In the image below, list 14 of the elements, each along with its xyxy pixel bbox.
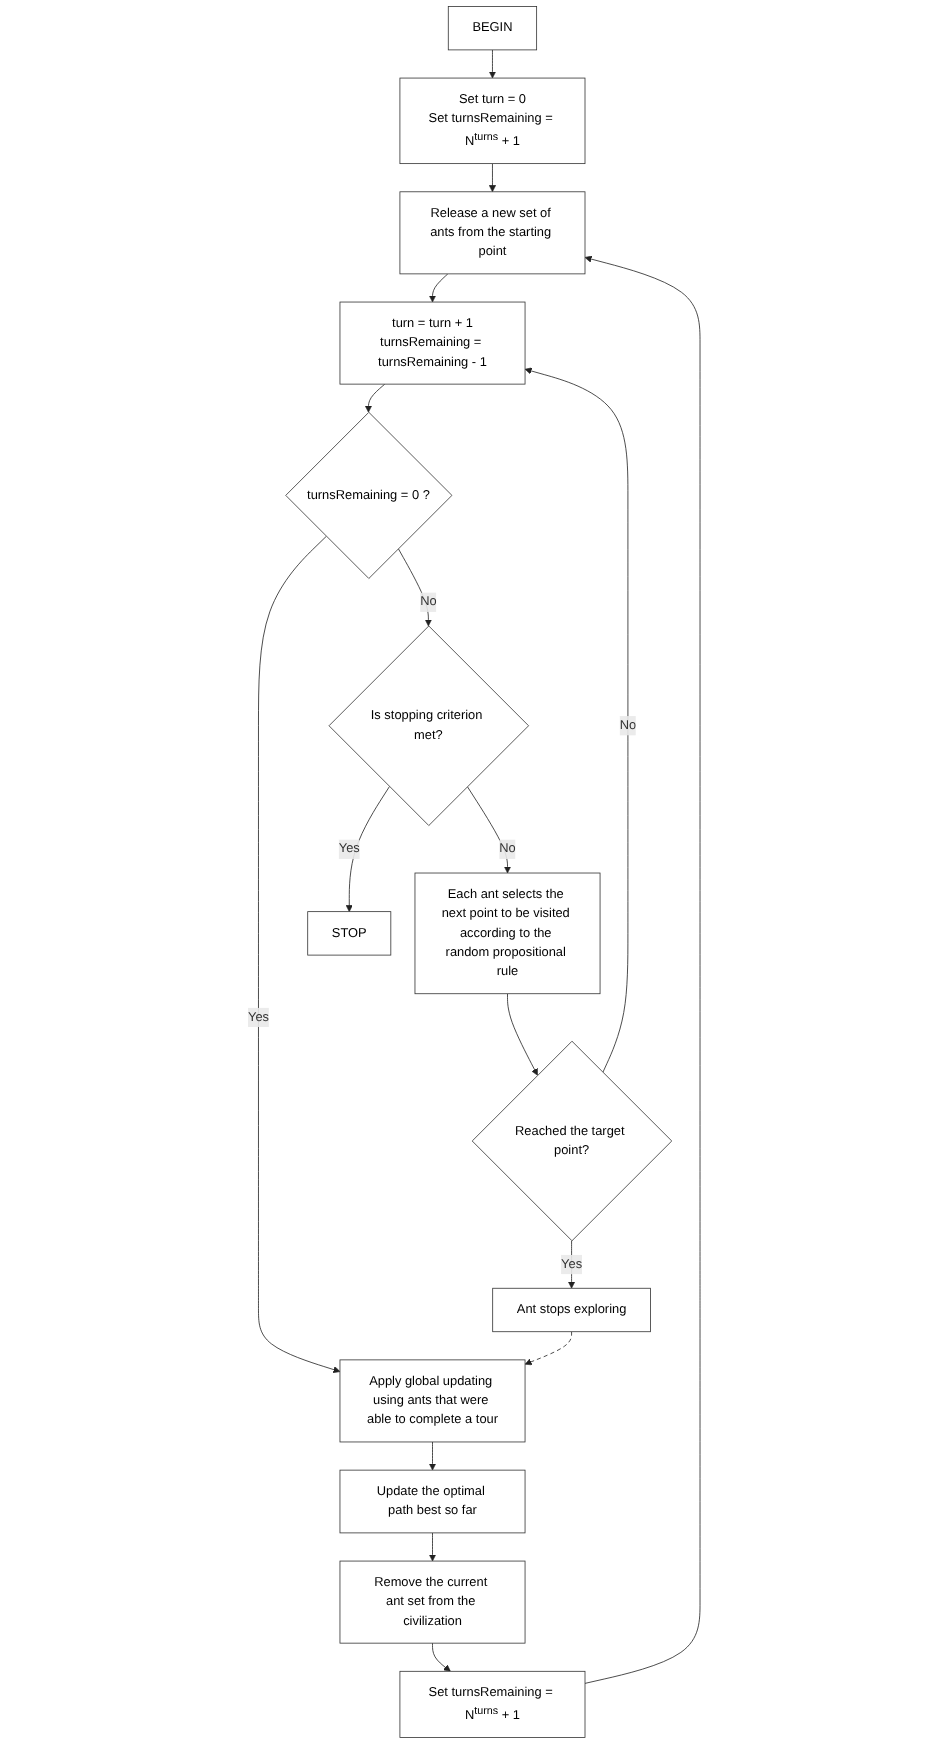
- node-diamond: [328, 625, 529, 826]
- node-box: [339, 301, 526, 385]
- node-box: [447, 6, 538, 51]
- node-box: [307, 911, 392, 956]
- node-box: [339, 1560, 526, 1644]
- node-box: [399, 1670, 586, 1738]
- node-box: [399, 77, 586, 164]
- node-box: [492, 1287, 651, 1333]
- node-box: [339, 1359, 526, 1443]
- node-diamond: [471, 1040, 673, 1242]
- node-box: [399, 191, 586, 275]
- node-diamond: [285, 411, 453, 579]
- node-box: [339, 1469, 526, 1534]
- node-box: [414, 872, 601, 995]
